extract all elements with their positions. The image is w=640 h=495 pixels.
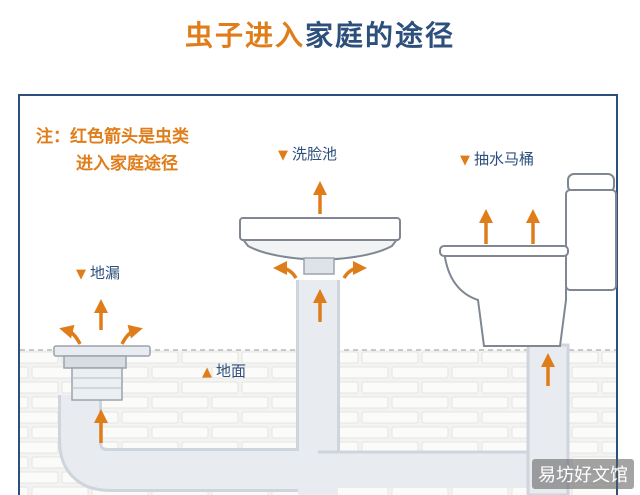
ground-label: ▲地面	[202, 362, 247, 380]
floor-drain-label: ▼地漏	[76, 264, 121, 282]
floor-drain	[53, 345, 151, 401]
page-title: 虫子进入家庭的途径	[0, 14, 640, 54]
washbasin-label: ▼洗脸池	[278, 145, 338, 163]
toilet-label: ▼抽水马桶	[460, 150, 535, 168]
triangle-up-icon: ▲	[202, 365, 212, 380]
note-text: 注：红色箭头是虫类 进入家庭途径	[36, 124, 189, 178]
title-part-2: 家庭的途径	[305, 19, 456, 52]
note-line-2: 进入家庭途径	[76, 154, 178, 174]
title-part-1: 虫子进入	[184, 19, 305, 52]
watermark: 易坊好文馆	[532, 459, 634, 489]
washbasin	[239, 217, 401, 275]
triangle-down-icon: ▼	[278, 148, 288, 163]
note-line-1: 注：红色箭头是虫类	[36, 127, 189, 147]
drain-pipe	[61, 280, 337, 489]
pipe-horizontal-right	[318, 452, 548, 488]
insect-path-arrows	[59, 181, 555, 443]
triangle-down-icon: ▼	[460, 153, 470, 168]
triangle-down-icon: ▼	[76, 267, 86, 282]
toilet	[439, 173, 617, 347]
diagram-frame	[18, 94, 618, 495]
